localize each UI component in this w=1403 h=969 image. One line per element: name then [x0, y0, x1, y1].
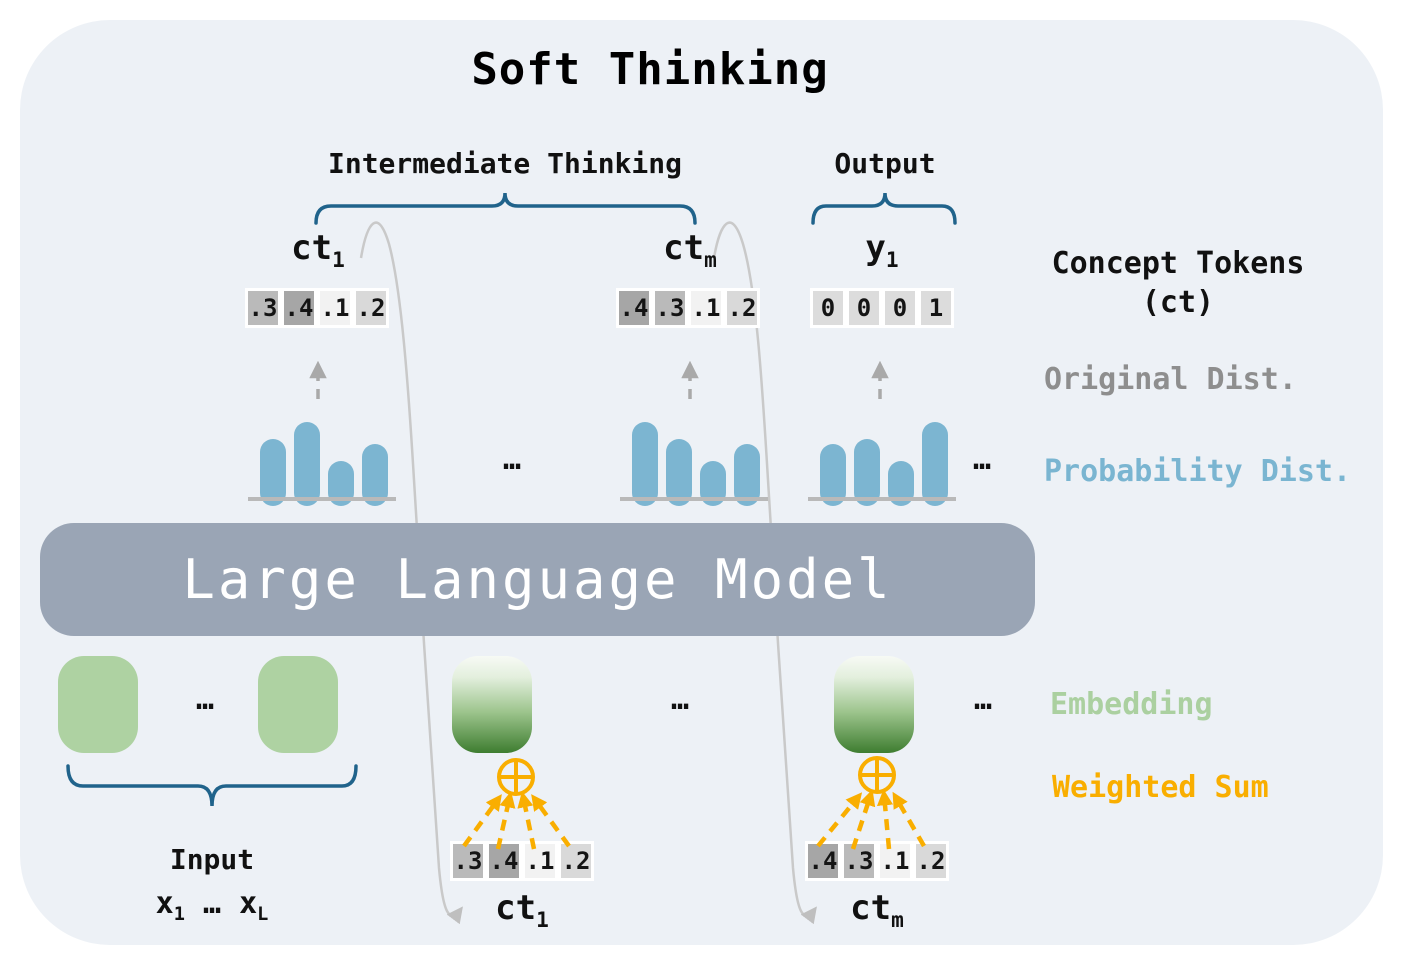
output-label: Output	[834, 147, 936, 180]
y1-base: y	[865, 228, 886, 268]
ct1-bottom-label: ct1	[452, 888, 592, 932]
chart-baseline	[620, 497, 768, 501]
token-cell: .4	[805, 841, 841, 881]
ctm-base: ct	[850, 888, 892, 928]
input-label: Input	[169, 843, 255, 876]
ctm-bottom-label: ctm	[807, 888, 947, 932]
token-cell: .1	[688, 288, 724, 328]
prob-bar	[294, 422, 320, 506]
probability-dist-legend: Probability Dist.	[1044, 454, 1352, 489]
prob-chart-ct1	[248, 410, 396, 506]
input-embedding-box-1	[58, 656, 138, 753]
concept-tokens-line1: Concept Tokens	[1051, 246, 1305, 281]
xL-sub: L	[257, 904, 269, 925]
soft-embedding-box-ctm	[834, 656, 914, 753]
weighted-sum-legend: Weighted Sum	[1052, 770, 1269, 805]
embedding-ellipsis-2: …	[670, 682, 690, 717]
original-dist-legend: Original Dist.	[1044, 362, 1297, 397]
soft-embedding-box-ct1	[452, 656, 532, 753]
charts-ellipsis-2: …	[972, 442, 992, 477]
concept-tokens-legend: Concept Tokens (ct)	[1038, 244, 1318, 322]
prob-bar	[260, 439, 286, 506]
ctm-sub: m	[704, 246, 717, 272]
ctm-top-label: ctm	[620, 228, 760, 272]
intermediate-thinking-label: Intermediate Thinking	[327, 147, 682, 180]
ct1-top-label: ct1	[248, 228, 388, 272]
token-cell: .2	[353, 288, 389, 328]
ct1-sub: 1	[536, 906, 549, 932]
token-cell: .3	[450, 841, 486, 881]
chart-baseline	[248, 497, 396, 501]
token-cell: .4	[486, 841, 522, 881]
token-cell: .4	[616, 288, 652, 328]
token-cell: .1	[522, 841, 558, 881]
input-tokens-label: x1 … xL	[112, 886, 312, 925]
x1-sub: 1	[173, 904, 185, 925]
token-cell: .4	[281, 288, 317, 328]
token-cell: 1	[918, 288, 954, 328]
charts-ellipsis-1: …	[502, 442, 522, 477]
ct1-base: ct	[495, 888, 537, 928]
embedding-legend: Embedding	[1050, 687, 1213, 722]
token-cell: .3	[652, 288, 688, 328]
ctm-base: ct	[663, 228, 705, 268]
token-cell: 0	[810, 288, 846, 328]
y1-label: y1	[812, 228, 952, 272]
token-cell: 0	[846, 288, 882, 328]
token-cell: .1	[877, 841, 913, 881]
y1-sub: 1	[885, 246, 899, 272]
token-row-ct1-top: .3.4.1.2	[245, 288, 389, 328]
input-embedding-box-2	[258, 656, 338, 753]
token-cell: 0	[882, 288, 918, 328]
token-row-ctm-bottom: .4.3.1.2	[805, 841, 949, 881]
ct1-base: ct	[291, 228, 333, 268]
token-cell: .3	[841, 841, 877, 881]
x-ellipsis: …	[202, 886, 222, 921]
ct1-sub: 1	[332, 246, 345, 272]
embedding-ellipsis-1: …	[195, 682, 215, 717]
prob-bar	[666, 439, 692, 506]
prob-bar	[632, 422, 658, 506]
concept-tokens-line2: (ct)	[1141, 285, 1215, 320]
prob-bar	[820, 444, 846, 506]
prob-bar	[854, 439, 880, 506]
embedding-ellipsis-3: …	[973, 682, 993, 717]
chart-baseline	[808, 497, 956, 501]
token-cell: .2	[724, 288, 760, 328]
large-language-model-box: Large Language Model	[40, 523, 1035, 636]
token-cell: .2	[913, 841, 949, 881]
prob-chart-ctm	[620, 410, 768, 506]
token-row-ctm-top: .4.3.1.2	[616, 288, 760, 328]
x1-base: x	[155, 886, 174, 921]
ctm-sub: m	[891, 906, 904, 932]
token-cell: .1	[317, 288, 353, 328]
token-row-ct1-bottom: .3.4.1.2	[450, 841, 594, 881]
page-title: Soft Thinking	[471, 44, 829, 95]
token-cell: .2	[558, 841, 594, 881]
prob-bar	[922, 422, 948, 506]
token-cell: .3	[245, 288, 281, 328]
prob-chart-y1	[808, 410, 956, 506]
xL-base: x	[239, 886, 258, 921]
